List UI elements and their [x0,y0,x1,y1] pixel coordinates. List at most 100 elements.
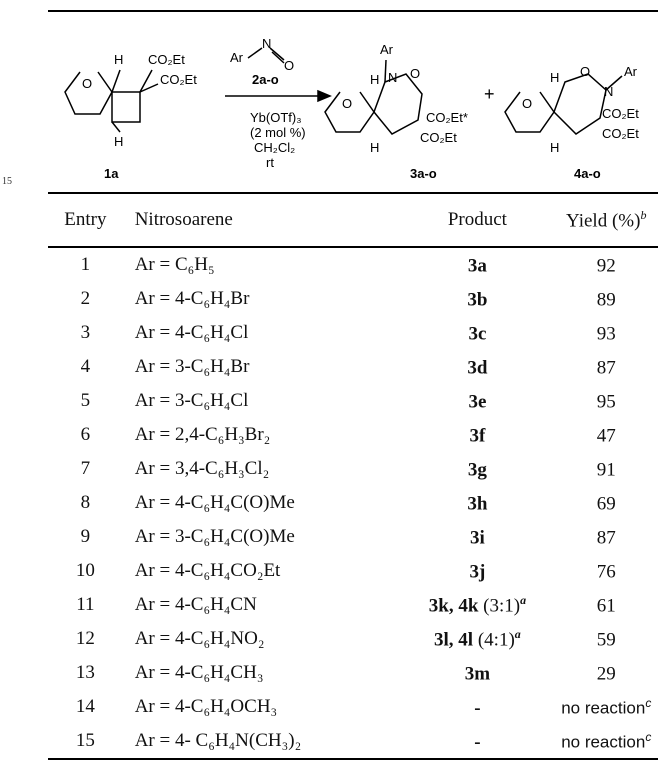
entry-cell: 2 [80,288,91,309]
sm-thf-ring [64,71,113,115]
condition-loading: (2 mol %) [250,125,306,140]
entry-cell: 1 [80,254,91,275]
yield-value: 29 [596,663,616,685]
product-footnote: a [520,592,527,607]
yield-value: 93 [596,323,616,345]
sm-h-bottom: H [114,134,123,149]
product-name: 3g [467,459,487,481]
sm-cyclobutane [111,91,141,123]
table-row: 4 Ar = 3-C₆H₄Br 3d 87 [48,350,658,384]
nitrosoarene-cell: Ar = 2,4-C₆H₃Br₂ [134,424,271,445]
yield-cell: 61 [555,588,658,622]
entry-cell: 14 [75,696,95,717]
product-cell: 3c [400,316,554,350]
yield-cell: 69 [555,486,658,520]
product-cell: - [400,724,554,759]
yield-value: 61 [596,595,616,617]
p3-ester-2: CO₂Et [420,130,457,145]
product3-oxazine-ring [373,73,423,135]
product-cell: - [400,690,554,724]
p3-nitrogen: N [388,70,397,85]
product-footnote: a [514,626,521,641]
sm-ester-1: CO₂Et [148,52,185,67]
product-ratio: (3:1) [478,595,521,617]
table-row: 2 Ar = 4-C₆H₄Br 3b 89 [48,282,658,316]
nitrosoarene-cell: Ar = 4-C₆H₄NO₂ [134,628,265,649]
header-yield-footnote: b [640,207,647,222]
yield-value: 89 [596,289,616,311]
nitrosoarene-cell: Ar = 3-C₆H₄Br [134,356,250,377]
table-row: 14 Ar = 4-C₆H₄OCH₃ -no reactionc [48,690,658,724]
header-row: Entry Nitrosoarene Product Yield (%)b [48,194,658,247]
p4-h-bottom: H [550,140,559,155]
entry-cell: 4 [80,356,91,377]
nitrosoarene-cell: Ar = 3-C₆H₄C(O)Me [134,526,295,547]
entry-cell: 3 [80,322,91,343]
p4-ar: Ar [624,64,638,79]
yield-cell: 59 [555,622,658,656]
reagent-nitrogen: N [262,36,271,51]
nitrosoarene-cell: Ar = 4-C₆H₄Br [134,288,250,309]
product-cell: 3a [400,247,554,282]
header-yield: Yield (%)b [555,194,658,247]
yield-value: no reaction [561,698,646,718]
product3-thf-ring [324,91,375,133]
p3-ar: Ar [380,42,394,57]
yield-cell: no reactionc [555,690,658,724]
yield-value: 91 [596,459,616,481]
nitrosoarene-cell: Ar = 3,4-C₆H₃Cl₂ [134,458,270,479]
yield-value: 95 [596,391,616,413]
p4-ester-1: CO₂Et [602,106,639,121]
condition-catalyst: Yb(OTf)₃ [250,110,302,125]
product-name: 3m [464,663,491,685]
nitrosoarene-cell: Ar = 4-C₆H₄OCH₃ [134,696,278,717]
entry-cell: 8 [80,492,91,513]
reagent-ar: Ar [230,50,244,65]
product-name: 3b [467,289,488,311]
product-name: 3l, 4l [434,629,474,651]
header-entry: Entry [64,209,107,230]
condition-solvent: CH₂Cl₂ [254,140,295,155]
yield-cell: 29 [555,656,658,690]
yield-cell: 47 [555,418,658,452]
product-name: 3d [467,357,488,379]
p3-ester-1: CO₂Et* [426,110,468,125]
product-name: 3f [469,425,486,447]
entry-cell: 12 [75,628,95,649]
nitrosoarene-cell: Ar = 4-C₆H₄CO₂Et [134,560,281,581]
p4-ester-2: CO₂Et [602,126,639,141]
yield-cell: 87 [555,350,658,384]
product-name: 3c [468,323,487,345]
line-number: 15 [2,176,12,187]
sm-label: 1a [104,166,119,181]
scheme-bottom-rule [48,192,658,194]
yield-value: 59 [596,629,616,651]
entry-cell: 15 [75,730,95,751]
product-name: 3i [470,527,485,549]
nitrosoarene-cell: Ar = 4-C₆H₄C(O)Me [134,492,295,513]
product-cell: 3m [400,656,554,690]
yield-value: 47 [596,425,616,447]
product4-thf-ring [504,91,555,133]
plus-sign: + [484,84,495,104]
sm-h-top: H [114,52,123,67]
yield-value: 69 [596,493,616,515]
product-cell: 3i [400,520,554,554]
yield-value: no reaction [561,732,646,752]
nitrosoarene-cell: Ar = 4-C₆H₄CH₃ [134,662,264,683]
p3-h-top: H [370,72,379,87]
yield-cell: 87 [555,520,658,554]
yield-cell: 95 [555,384,658,418]
product-cell: 3j [400,554,554,588]
